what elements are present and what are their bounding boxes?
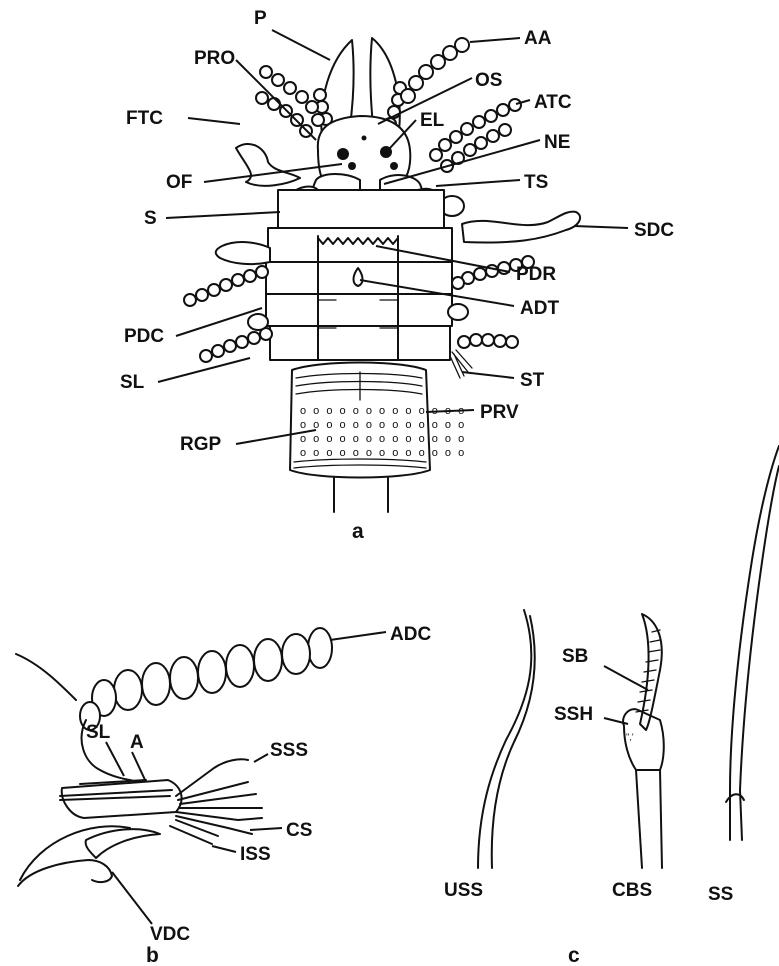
label-SB: SB [562, 646, 588, 667]
body-segment-1 [278, 190, 444, 228]
label-CBS: CBS [612, 880, 652, 901]
dorsal-cirrus-left [216, 242, 270, 264]
label-USS: USS [444, 880, 483, 901]
label-SDC: SDC [634, 220, 674, 241]
eye-right-posterior [390, 162, 398, 170]
panel-c-setae-drawing: '',' [478, 446, 779, 868]
eye-left-anterior [337, 148, 349, 160]
label-ST: ST [520, 370, 545, 391]
frontal-tentacular-cirrus [236, 144, 300, 186]
esophagus-lines [334, 478, 388, 512]
supra-acicular-setae [176, 759, 262, 808]
tentacular-cirri-left [256, 66, 324, 137]
label-PDR: PDR [516, 264, 556, 285]
label-PRO: PRO [194, 48, 235, 69]
body-segment-5 [270, 326, 450, 360]
label-ATC: ATC [534, 92, 572, 113]
setae-tuft [450, 350, 472, 378]
svg-text:o o o o o o o o o o o o o: o o o o o o o o o o o o o [300, 419, 466, 431]
label-RGP: RGP [180, 434, 222, 455]
ventral-lobe [18, 860, 112, 886]
label-AA: AA [524, 28, 552, 49]
label-A: A [130, 732, 144, 753]
panel-c-labels: SB SSH USS CBS SS c [444, 646, 733, 966]
label-TS: TS [524, 172, 548, 193]
parapodial-lobe-right [448, 304, 468, 320]
panel-label-a: a [352, 520, 364, 543]
label-VDC: VDC [150, 924, 190, 945]
label-ADT: ADT [520, 298, 559, 319]
eye-left-posterior [348, 162, 356, 170]
compound-setae [176, 812, 262, 836]
label-CS: CS [286, 820, 312, 841]
setal-lobe-left [248, 314, 268, 330]
label-SL-b: SL [86, 722, 111, 743]
label-PDC: PDC [124, 326, 164, 347]
parapodial-dorsal-cirrus-left [184, 266, 268, 306]
label-SL-a: SL [120, 372, 145, 393]
label-ISS: ISS [240, 844, 271, 865]
compound-bladed-seta-shaft [636, 770, 662, 868]
label-NE: NE [544, 132, 570, 153]
lower-dorsal-cirrus-left [200, 328, 272, 362]
panel-label-b: b [146, 944, 159, 966]
body-segment-4 [266, 294, 452, 326]
segment-dorsal-cirrus [462, 212, 580, 243]
label-OS: OS [475, 70, 502, 91]
label-SSS: SSS [270, 740, 308, 761]
svg-text:o o o o o o o o o o o o o: o o o o o o o o o o o o o [300, 433, 466, 445]
label-EL: EL [420, 110, 445, 131]
upper-simple-seta [478, 610, 535, 868]
simple-seta [730, 446, 779, 840]
label-PRV: PRV [480, 402, 519, 423]
label-S: S [144, 208, 157, 229]
body-segment-2 [268, 228, 452, 262]
infra-acicular-setae [170, 826, 212, 844]
label-ADC: ADC [390, 624, 431, 645]
label-P: P [254, 8, 267, 29]
label-SSH: SSH [554, 704, 593, 725]
svg-text:o o o o o o o o o o o o o: o o o o o o o o o o o o o [300, 447, 466, 459]
label-SS: SS [708, 884, 733, 905]
ventral-dorsal-cirrus [86, 829, 160, 858]
occipital-structure [362, 136, 367, 141]
panel-label-c: c [568, 944, 580, 966]
label-FTC: FTC [126, 108, 163, 129]
label-OF: OF [166, 172, 192, 193]
shaft-head-spines: '',' [626, 732, 634, 742]
anterior-dorsal-cirrus [80, 628, 332, 730]
